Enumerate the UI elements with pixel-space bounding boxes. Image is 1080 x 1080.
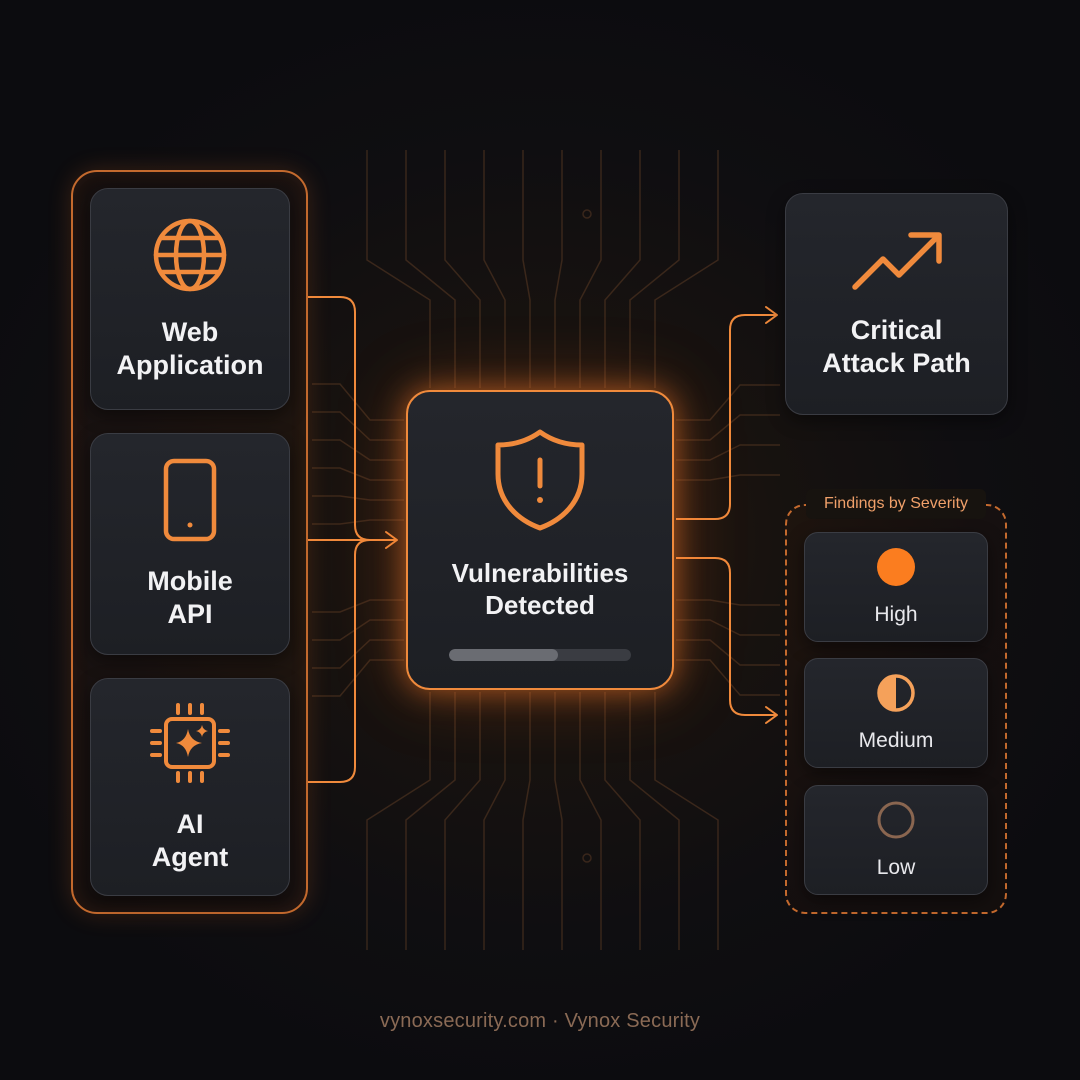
circuit-trace xyxy=(312,619,404,641)
critical-attack-path-card[interactable]: Critical Attack Path xyxy=(785,193,1008,415)
circuit-trace xyxy=(579,692,602,950)
circuit-trace xyxy=(483,692,506,950)
connector-ai-to-center xyxy=(308,539,371,783)
severity-group-title: Findings by Severity xyxy=(806,489,986,519)
circuit-trace xyxy=(312,495,404,501)
circuit-trace xyxy=(654,150,719,388)
circuit-trace xyxy=(676,639,780,666)
circuit-trace xyxy=(405,692,456,950)
circuit-trace xyxy=(312,599,404,613)
circuit-trace xyxy=(554,150,563,388)
arrow-head-severity xyxy=(765,706,778,724)
circuit-trace xyxy=(654,692,719,950)
circuit-node xyxy=(582,209,592,219)
circuit-trace xyxy=(444,692,481,950)
severity-low-card[interactable]: Low xyxy=(804,785,988,895)
detection-progress-fill xyxy=(449,648,559,661)
circuit-trace xyxy=(366,150,431,388)
footer-credit: vynoxsecurity.com · Vynox Security xyxy=(379,1010,701,1032)
connector-web-to-center xyxy=(308,296,396,541)
severity-high-label: High xyxy=(874,602,918,626)
circuit-trace xyxy=(579,150,602,388)
trending-up-icon xyxy=(851,229,943,298)
circuit-trace xyxy=(405,150,456,388)
circuit-trace xyxy=(676,619,780,636)
detection-progress-bar xyxy=(449,648,631,661)
connector-center-to-critical xyxy=(676,314,776,520)
web-application-card[interactable]: Web Application xyxy=(90,188,290,410)
connector-center-to-severity xyxy=(676,557,776,716)
circuit-trace xyxy=(312,519,404,525)
circuit-trace xyxy=(676,659,780,696)
circuit-trace xyxy=(483,150,506,388)
shield-alert-icon xyxy=(492,428,588,537)
circuit-trace xyxy=(312,639,404,669)
half-circle-icon xyxy=(876,673,916,718)
circuit-trace xyxy=(522,692,531,950)
circuit-trace xyxy=(312,659,404,697)
empty-circle-icon xyxy=(876,800,916,845)
mobile-api-label: Mobile API xyxy=(147,565,233,629)
circuit-trace xyxy=(366,692,431,950)
severity-low-label: Low xyxy=(876,855,916,879)
severity-medium-label: Medium xyxy=(858,728,934,752)
arrow-head-critical xyxy=(765,306,778,324)
circuit-trace xyxy=(604,150,641,388)
circuit-trace xyxy=(676,384,780,421)
web-application-label: Web Application xyxy=(116,316,264,380)
circuit-node xyxy=(582,853,592,863)
ai-chip-icon xyxy=(148,701,232,790)
circuit-traces xyxy=(312,150,780,950)
smartphone-icon xyxy=(162,458,218,547)
circuit-trace xyxy=(676,444,780,461)
globe-icon xyxy=(152,217,228,298)
ai-agent-label: AI Agent xyxy=(151,808,229,872)
vulnerabilities-detected-label: Vulnerabilities Detected xyxy=(451,557,629,620)
arrow-head-center xyxy=(385,531,398,549)
ai-agent-card[interactable]: AI Agent xyxy=(90,678,290,896)
circuit-trace xyxy=(312,383,404,421)
circuit-trace xyxy=(312,411,404,441)
filled-circle-icon xyxy=(876,547,916,592)
circuit-trace xyxy=(444,150,481,388)
circuit-trace xyxy=(629,150,680,388)
circuit-trace xyxy=(554,692,563,950)
mobile-api-card[interactable]: Mobile API xyxy=(90,433,290,655)
circuit-trace xyxy=(312,467,404,481)
circuit-trace xyxy=(522,150,531,388)
circuit-trace xyxy=(629,692,680,950)
critical-attack-path-label: Critical Attack Path xyxy=(822,314,971,378)
circuit-trace xyxy=(676,599,780,606)
severity-high-card[interactable]: High xyxy=(804,532,988,642)
vulnerabilities-detected-card[interactable]: Vulnerabilities Detected xyxy=(406,390,674,690)
circuit-trace xyxy=(312,439,404,461)
circuit-trace xyxy=(676,414,780,441)
severity-medium-card[interactable]: Medium xyxy=(804,658,988,768)
circuit-trace xyxy=(604,692,641,950)
circuit-trace xyxy=(676,474,780,481)
